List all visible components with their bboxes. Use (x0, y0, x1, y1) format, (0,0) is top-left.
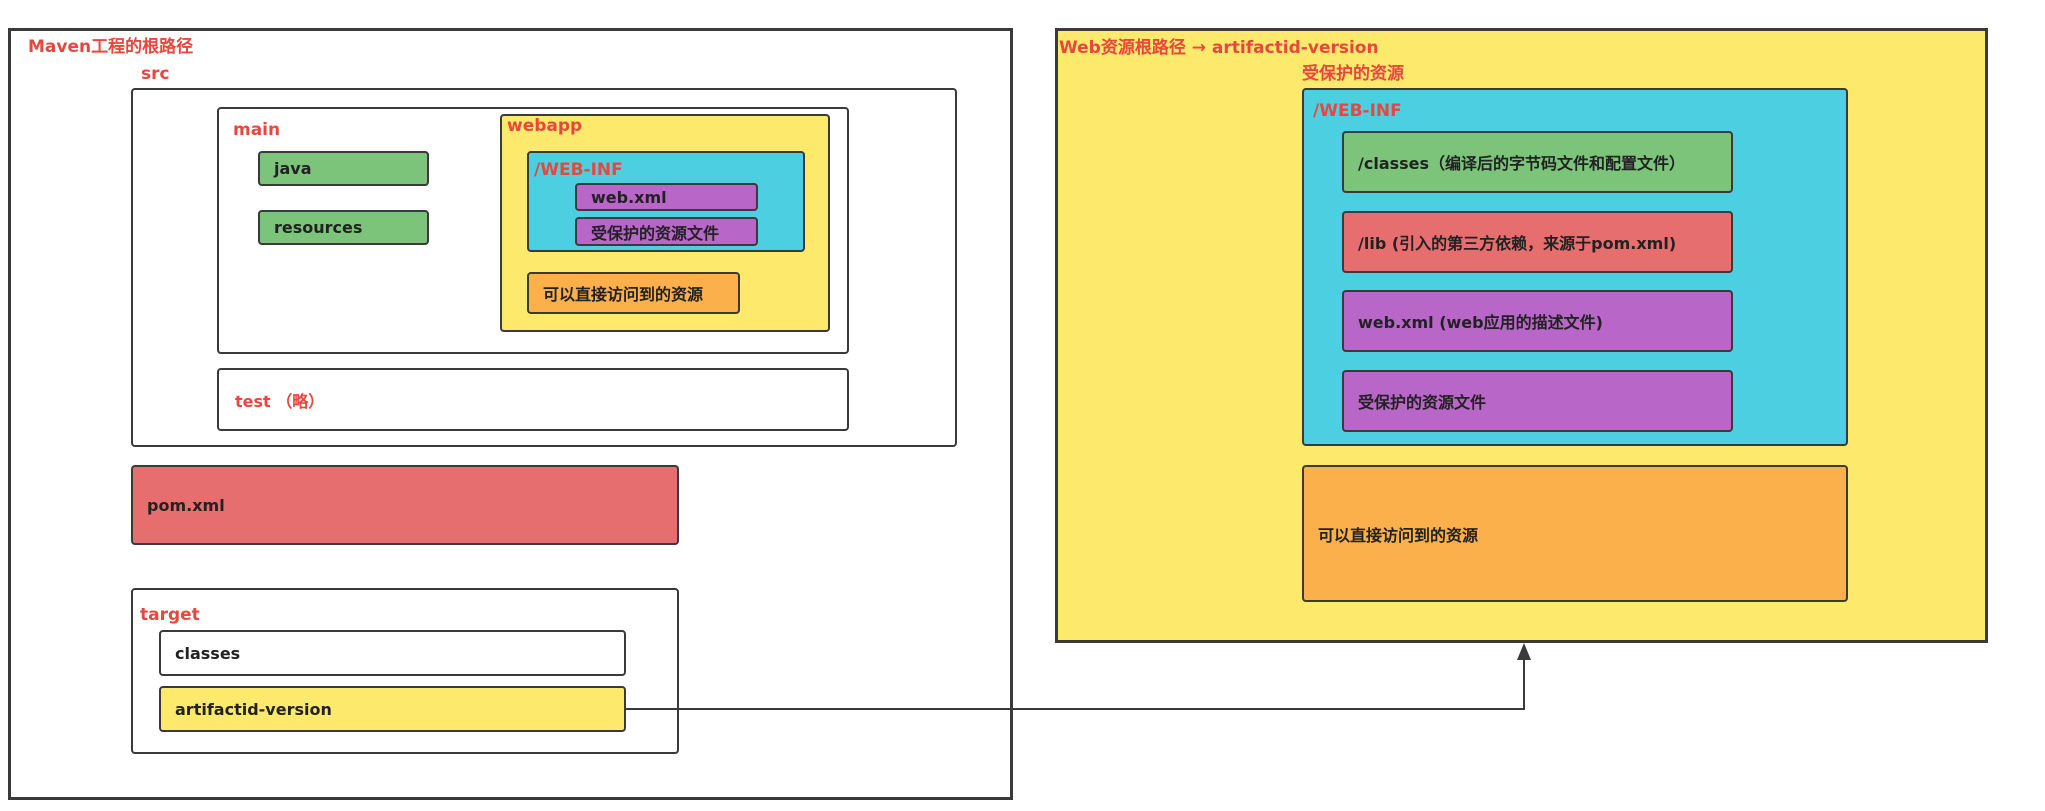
right-classes: /classes（编译后的字节码文件和配置文件） (1342, 131, 1733, 193)
left-direct-resources-label: 可以直接访问到的资源 (543, 285, 704, 304)
web-root-label: Web资源根路径 → artifactid-version (1059, 38, 1379, 58)
right-lib-label: /lib (引入的第三方依赖，来源于pom.xml) (1358, 234, 1677, 253)
right-lib: /lib (引入的第三方依赖，来源于pom.xml) (1342, 211, 1733, 273)
left-webxml-file: web.xml (575, 183, 758, 211)
target-classes: classes (159, 630, 626, 676)
right-direct-resources: 可以直接访问到的资源 (1302, 465, 1848, 602)
left-protected-files-label: 受保护的资源文件 (591, 223, 720, 243)
left-protected-files: 受保护的资源文件 (575, 217, 758, 246)
right-webxml-label: web.xml (web应用的描述文件) (1358, 313, 1603, 332)
protected-resources-label: 受保护的资源 (1302, 64, 1404, 84)
target-label: target (140, 605, 200, 625)
right-webinf-label: /WEB-INF (1313, 101, 1402, 121)
target-classes-label: classes (175, 643, 241, 663)
webapp-label: webapp (507, 116, 583, 136)
maven-root-label: Maven工程的根路径 (28, 37, 194, 57)
main-label: main (233, 120, 281, 140)
maven-root-frame (8, 28, 1013, 800)
pom-label: pom.xml (147, 495, 225, 515)
right-direct-resources-label: 可以直接访问到的资源 (1318, 525, 1479, 545)
java-folder: java (258, 151, 429, 186)
target-artifact: artifactid-version (159, 686, 626, 732)
right-classes-label: /classes（编译后的字节码文件和配置文件） (1358, 154, 1686, 173)
resources-folder: resources (258, 210, 429, 245)
src-label: src (141, 64, 170, 84)
right-protected-files: 受保护的资源文件 (1342, 370, 1733, 432)
resources-label: resources (274, 218, 363, 237)
left-webinf-label: /WEB-INF (534, 160, 623, 180)
left-direct-resources: 可以直接访问到的资源 (527, 272, 740, 314)
test-folder: test （略） (217, 368, 849, 431)
left-webxml-label: web.xml (591, 187, 667, 207)
right-webxml: web.xml (web应用的描述文件) (1342, 290, 1733, 352)
java-label: java (274, 159, 312, 178)
right-protected-files-label: 受保护的资源文件 (1358, 393, 1487, 412)
test-label: test （略） (235, 391, 325, 411)
target-artifact-label: artifactid-version (175, 699, 332, 719)
pom-file: pom.xml (131, 465, 679, 545)
